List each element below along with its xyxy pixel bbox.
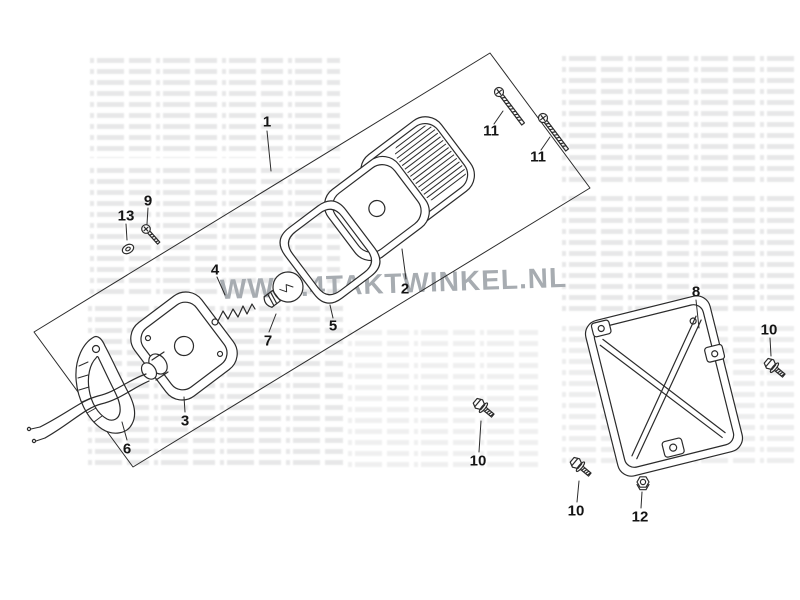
part-9-screw: [141, 224, 161, 245]
part-callout-6: 6: [122, 440, 132, 458]
part-callout-10c: 10: [760, 321, 778, 339]
part-callout-10a: 10: [469, 452, 487, 470]
part-callout-1: 1: [262, 113, 272, 131]
part-callout-11b: 11: [530, 148, 546, 166]
part-10-flange-bolt: [569, 456, 592, 477]
part-10-flange-bolt: [472, 397, 495, 418]
part-callout-12: 12: [631, 508, 649, 526]
part-callout-2: 2: [400, 280, 410, 298]
lens-rib-hatching: [390, 120, 470, 204]
part-callout-4: 4: [210, 261, 220, 279]
part-callout-8: 8: [691, 283, 701, 301]
bulb-socket: [140, 351, 169, 381]
part-6-mounting-bracket: [75, 335, 136, 434]
part-2-tail-light-unit: [323, 116, 476, 262]
part-3-base-body: [130, 291, 238, 401]
frame-outline: [33, 52, 591, 468]
part-11-lens-screw: [493, 86, 526, 126]
part-12-hex-nut: [636, 476, 650, 491]
part-7-bulb: [263, 271, 304, 308]
part-13-washer: [121, 243, 135, 255]
part-callout-5: 5: [328, 317, 338, 335]
callout-leader-lines: [121, 110, 772, 509]
socket-wires: [26, 373, 150, 444]
part-callout-10b: 10: [567, 502, 585, 520]
part-callout-13: 13: [117, 207, 135, 225]
part-4-spring: [211, 303, 256, 326]
part-callout-7: 7: [263, 332, 273, 350]
part-callout-9: 9: [143, 192, 153, 210]
part-11-lens-screw: [537, 112, 570, 152]
part-5-lens-gasket: [279, 200, 381, 304]
part-10-flange-bolt: [763, 357, 786, 378]
part-8-number-plate-bracket: [584, 295, 744, 477]
part-callout-3: 3: [180, 412, 190, 430]
part-callout-11a: 11: [483, 122, 499, 140]
